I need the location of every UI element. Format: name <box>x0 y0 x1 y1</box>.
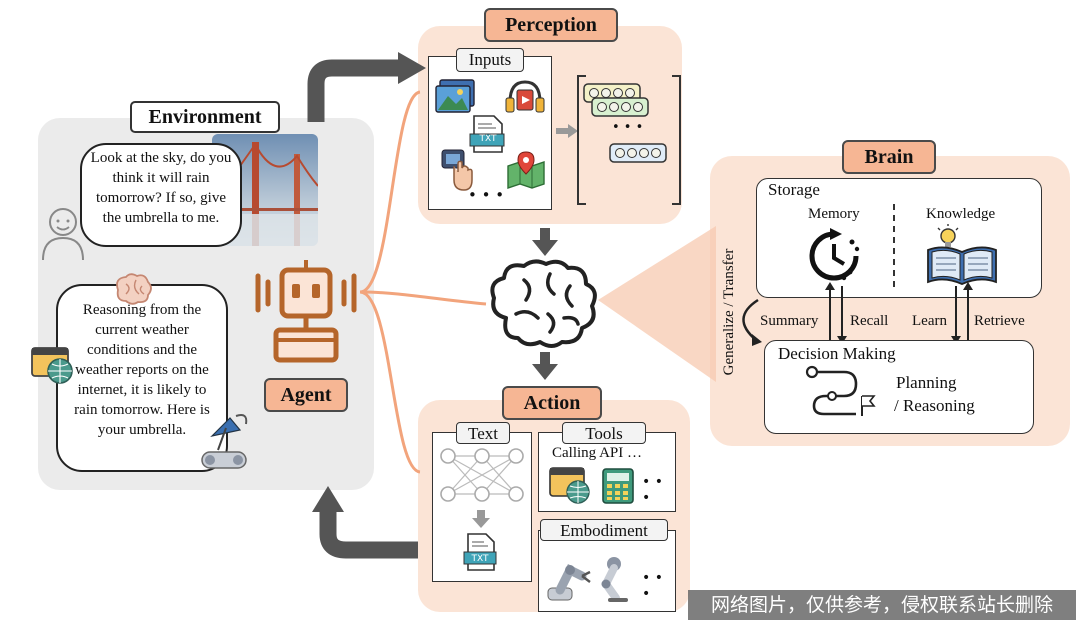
memory-label: Memory <box>808 206 860 222</box>
token-embeddings <box>577 75 681 205</box>
text-output-label: Text <box>456 422 510 444</box>
watermark-banner: 网络图片，仅供参考，侵权联系站长删除 <box>688 590 1076 620</box>
action-txt-file-icon <box>463 533 497 571</box>
storage-divider <box>893 204 895 288</box>
brain-small-icon <box>116 273 152 305</box>
tools-web-icon <box>549 467 590 504</box>
action-label: Action <box>502 386 602 420</box>
map-pin-icon <box>507 151 545 189</box>
brain-label: Brain <box>842 140 936 174</box>
calculator-icon <box>602 468 634 504</box>
planning-label: Planning <box>896 373 957 392</box>
generalize-transfer-label: Generalize / Transfer <box>721 248 737 376</box>
human-speech-bubble: Look at the sky, do you think it will ra… <box>80 143 242 247</box>
agent-speech-bubble: Reasoning from the current weather condi… <box>56 284 228 472</box>
neural-network-icon <box>440 448 524 502</box>
environment-label: Environment <box>130 101 280 133</box>
perception-txt-label: TXT <box>479 134 497 144</box>
inputs-more: • • • <box>468 186 505 204</box>
decision-making-box <box>764 340 1034 434</box>
calling-api-label: Calling API … <box>552 445 643 461</box>
robot-agent-icon <box>255 260 357 363</box>
text-down-arrow <box>472 510 490 528</box>
summary-label: Summary <box>760 313 819 329</box>
reasoning-label: / Reasoning <box>894 396 975 415</box>
perception-arrow <box>556 124 578 138</box>
recall-label: Recall <box>850 313 889 329</box>
tools-label: Tools <box>562 422 646 444</box>
inputs-label: Inputs <box>456 48 524 72</box>
knowledge-label: Knowledge <box>926 206 996 222</box>
agent-label: Agent <box>264 378 348 412</box>
decision-making-label: Decision Making <box>778 344 896 363</box>
knowledge-book-icon <box>927 224 997 285</box>
image-gallery-icon <box>435 79 475 113</box>
txt-file-icon <box>469 115 505 153</box>
retrieve-label: Retrieve <box>974 313 1025 329</box>
embodiment-more: • • • <box>642 570 663 602</box>
human-icon <box>42 208 84 261</box>
perception-label: Perception <box>484 8 618 42</box>
touch-hand-icon <box>441 149 473 191</box>
brain-icon <box>490 259 597 348</box>
memory-clock-icon <box>809 228 860 281</box>
embodiment-label: Embodiment <box>540 519 668 541</box>
robot-leg-icon <box>601 557 628 602</box>
embeddings-ellipsis: • • • <box>612 120 644 135</box>
storage-label: Storage <box>768 180 820 199</box>
planning-path-icon <box>805 365 876 416</box>
web-globe-icon <box>31 347 73 384</box>
audio-headphones-icon <box>505 80 545 113</box>
tools-more: • • • <box>642 474 663 506</box>
robot-umbrella-icon <box>201 414 248 469</box>
learn-label: Learn <box>912 313 947 329</box>
robot-arm-icon <box>547 563 591 601</box>
action-txt-label: TXT <box>471 554 489 564</box>
